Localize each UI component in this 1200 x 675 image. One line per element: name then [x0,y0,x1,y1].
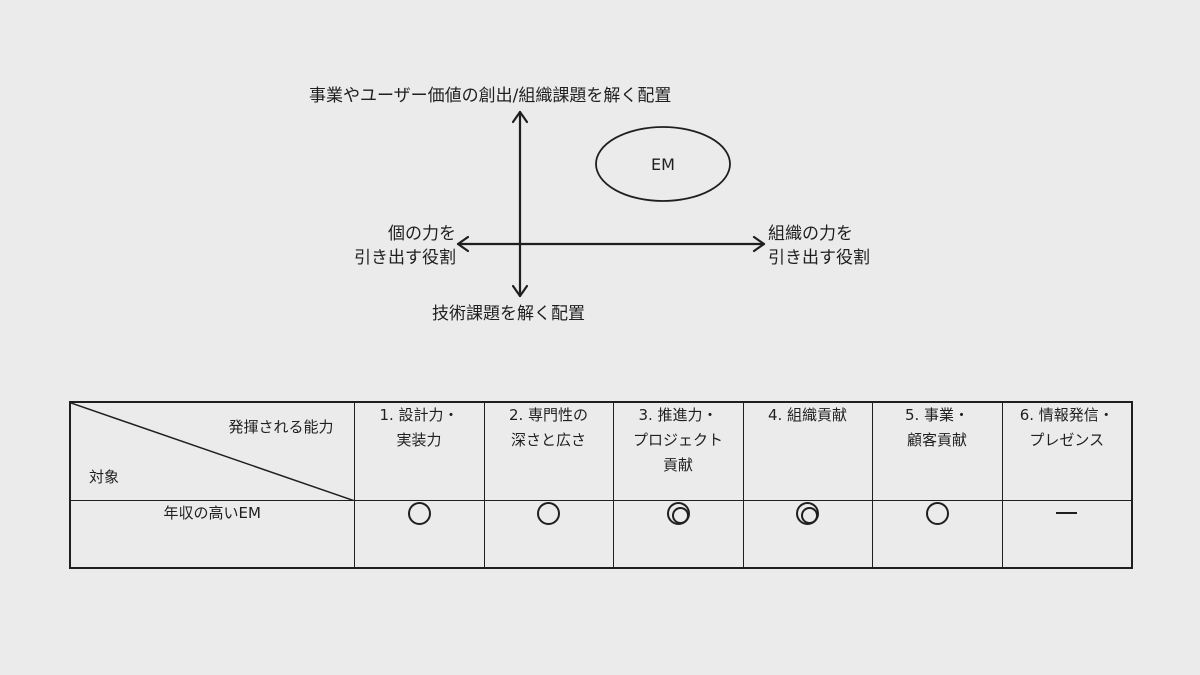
axis-right-label-line1: 組織の力を [768,224,853,244]
header-row: 発揮される能力 対象 1. 設計力・ 実装力 2. 専門性の 深さと広さ 3. … [69,401,1133,501]
column-header-line: 3. 推進力・ [638,406,718,424]
mark-cell [612,499,744,569]
axis-right-label-line2: 引き出す役割 [768,248,870,268]
column-header-line: 実装力 [396,431,442,449]
double-circle-mark-icon [796,501,819,525]
column-header-line: プロジェクト [632,431,723,449]
mark-cell [1001,499,1133,569]
column-header-line: 4. 組織貢献 [767,406,848,424]
axis-top-label: 事業やユーザー価値の創出/組織課題を解く配置 [309,86,672,106]
column-header-1: 1. 設計力・ 実装力 [353,401,485,501]
arrow-up-head [511,110,529,124]
axis-bottom-label: 技術課題を解く配置 [432,304,585,324]
mark-cell [353,499,485,569]
column-header-5: 5. 事業・ 顧客貢献 [871,401,1003,501]
axis-right-label: 組織の力を 引き出す役割 [768,222,870,270]
column-header-line: 5. 事業・ [904,406,970,424]
column-header-2: 2. 専門性の 深さと広さ [483,401,614,501]
column-header-line: 6. 情報発信・ [1019,406,1114,424]
corner-cell: 発揮される能力 対象 [69,401,355,501]
table-row: 年収の高いEM [69,499,1133,569]
axis-left-label-line1: 個の力を [388,224,456,244]
circle-mark-icon [407,501,431,525]
capability-table: 発揮される能力 対象 1. 設計力・ 実装力 2. 専門性の 深さと広さ 3. … [69,401,1133,569]
row-label: 年収の高いEM [69,499,355,569]
capability-table-wrap: 発揮される能力 対象 1. 設計力・ 実装力 2. 専門性の 深さと広さ 3. … [69,401,1133,569]
column-header-6: 6. 情報発信・ プレゼンス [1001,401,1133,501]
circle-mark-icon [925,501,949,525]
corner-bottom-label: 対象 [89,467,120,486]
arrow-down-head [511,284,529,298]
column-header-line: 2. 専門性の [508,406,589,424]
dash-mark-icon [1056,512,1078,514]
column-header-line: 深さと広さ [510,431,586,449]
double-circle-mark-icon [666,501,690,525]
corner-top-label: 発揮される能力 [228,418,334,436]
arrow-right-head [752,235,766,253]
mark-cell [871,499,1003,569]
column-header-line: 顧客貢献 [906,431,967,449]
em-label: EM [651,155,675,174]
mark-cell [483,499,614,569]
column-header-4: 4. 組織貢献 [742,401,873,501]
column-header-line: 貢献 [662,456,693,474]
axis-left-label-line2: 引き出す役割 [354,248,456,268]
column-header-line: プレゼンス [1029,431,1105,449]
column-header-line: 1. 設計力・ [379,406,459,424]
em-ellipse [595,126,731,202]
axis-left-label: 個の力を 引き出す役割 [354,222,456,270]
arrow-left-head [456,235,470,253]
column-header-3: 3. 推進力・ プロジェクト 貢献 [612,401,744,501]
mark-cell [742,499,873,569]
circle-mark-icon [537,501,560,525]
corner-diagonal [71,403,355,501]
